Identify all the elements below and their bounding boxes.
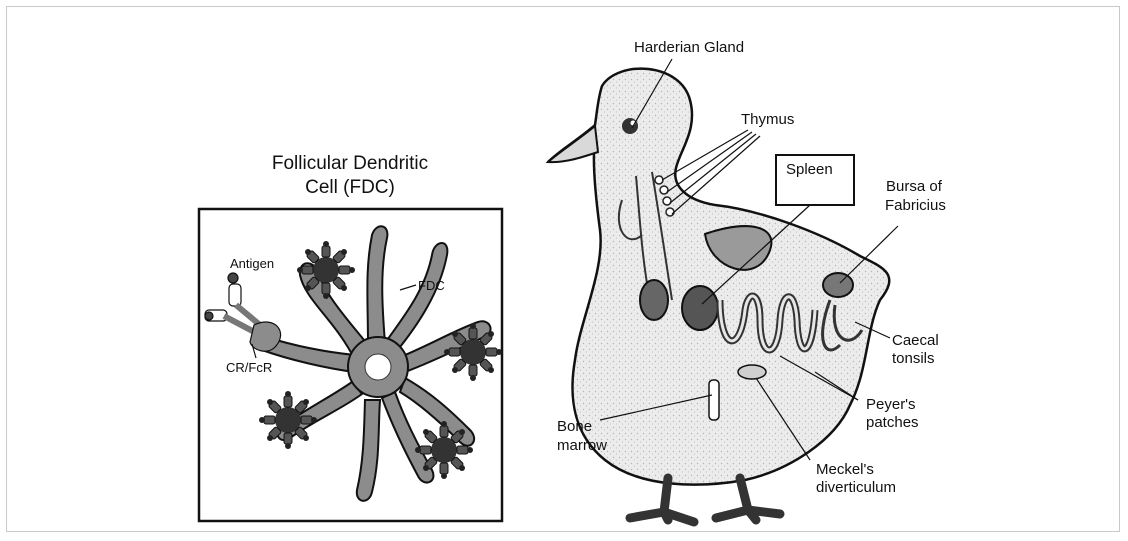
peyers-label-line2: patches: [866, 414, 919, 432]
bursa-label-line2: Fabricius: [885, 197, 946, 215]
receptor-label: CR/FcR: [226, 360, 272, 375]
peyers-label-line1: Peyer's: [866, 396, 916, 414]
caecal-label-line1: Caecal: [892, 332, 939, 350]
meckel-label-line1: Meckel's: [816, 461, 874, 479]
fdc-nucleus: [365, 354, 391, 380]
fdc-label: FDC: [418, 278, 445, 293]
bone-marrow-label-line1: Bone: [557, 418, 592, 436]
bone-marrow-label-line2: marrow: [557, 437, 607, 455]
harderian-gland-label: Harderian Gland: [634, 39, 744, 57]
bursa-label-line1: Bursa of: [886, 178, 942, 196]
spleen-label: Spleen: [786, 161, 833, 179]
thymus-label: Thymus: [741, 111, 794, 129]
antigen-label: Antigen: [230, 256, 274, 271]
fdc-title-line2: Cell (FDC): [243, 176, 457, 199]
meckel-label-line2: diverticulum: [816, 479, 896, 497]
caecal-label-line2: tonsils: [892, 350, 935, 368]
fdc-title-line1: Follicular Dendritic: [243, 152, 457, 175]
